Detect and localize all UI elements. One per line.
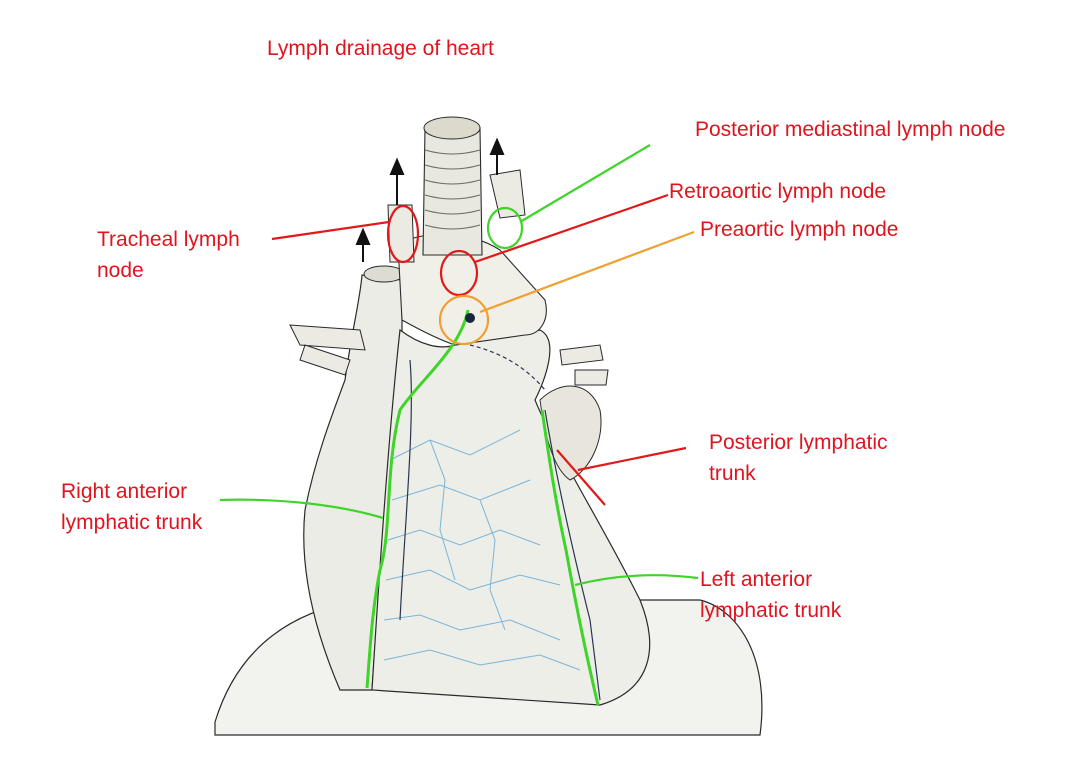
preaortic-node-circle: [438, 294, 490, 346]
label-left-anterior-line1: Left anterior: [700, 568, 813, 591]
anatomical-trunks: [365, 309, 600, 706]
leader-right-anterior: [219, 498, 384, 520]
trachea: [422, 127, 483, 256]
left-subclavian: [489, 169, 526, 219]
label-posterior-mediastinal: Posterior mediastinal lymph node: [695, 118, 1006, 141]
coronary-outlines: [399, 344, 601, 701]
label-tracheal-line1: Tracheal lymph: [97, 228, 240, 251]
trachea-opening: [423, 116, 481, 140]
label-right-anterior-line1: Right anterior: [61, 480, 188, 503]
leader-posterior-mediastinal: [519, 144, 651, 223]
label-posterior-trunk-line1: Posterior lymphatic: [709, 431, 888, 454]
leader-retroaortic: [474, 193, 669, 264]
label-right-anterior-line2: lymphatic trunk: [61, 511, 203, 534]
heart-body: [371, 328, 651, 706]
leader-tracheal: [271, 220, 390, 241]
label-retroaortic: Retroaortic lymph node: [669, 180, 887, 203]
preaortic-node-dot: [465, 313, 475, 323]
leader-preaortic: [479, 230, 695, 314]
right-anterior-trunk-path: [365, 309, 470, 689]
diagram-title: Lymph drainage of heart: [267, 37, 494, 60]
leader-lines: [219, 144, 699, 587]
left-anterior-trunk-path: [540, 409, 600, 706]
svc-opening: [363, 265, 405, 283]
label-left-anterior-line2: lymphatic trunk: [700, 599, 842, 622]
label-tracheal-line2: node: [97, 259, 144, 282]
tracheal-rings: [424, 149, 481, 230]
brachiocephalic-vessels-left: [289, 324, 366, 376]
great-vessels-right: [559, 344, 609, 386]
flow-arrows: [355, 137, 505, 262]
tracheal-node-circle: [386, 204, 420, 264]
posterior-mediastinal-node-circle: [486, 206, 524, 250]
left-auricle: [539, 385, 602, 481]
leader-left-anterior: [574, 574, 699, 587]
retroaortic-node-circle: [439, 249, 479, 297]
label-posterior-trunk-line2: trunk: [709, 462, 756, 485]
leader-posterior-trunk: [556, 446, 687, 506]
label-preaortic: Preaortic lymph node: [700, 218, 899, 241]
